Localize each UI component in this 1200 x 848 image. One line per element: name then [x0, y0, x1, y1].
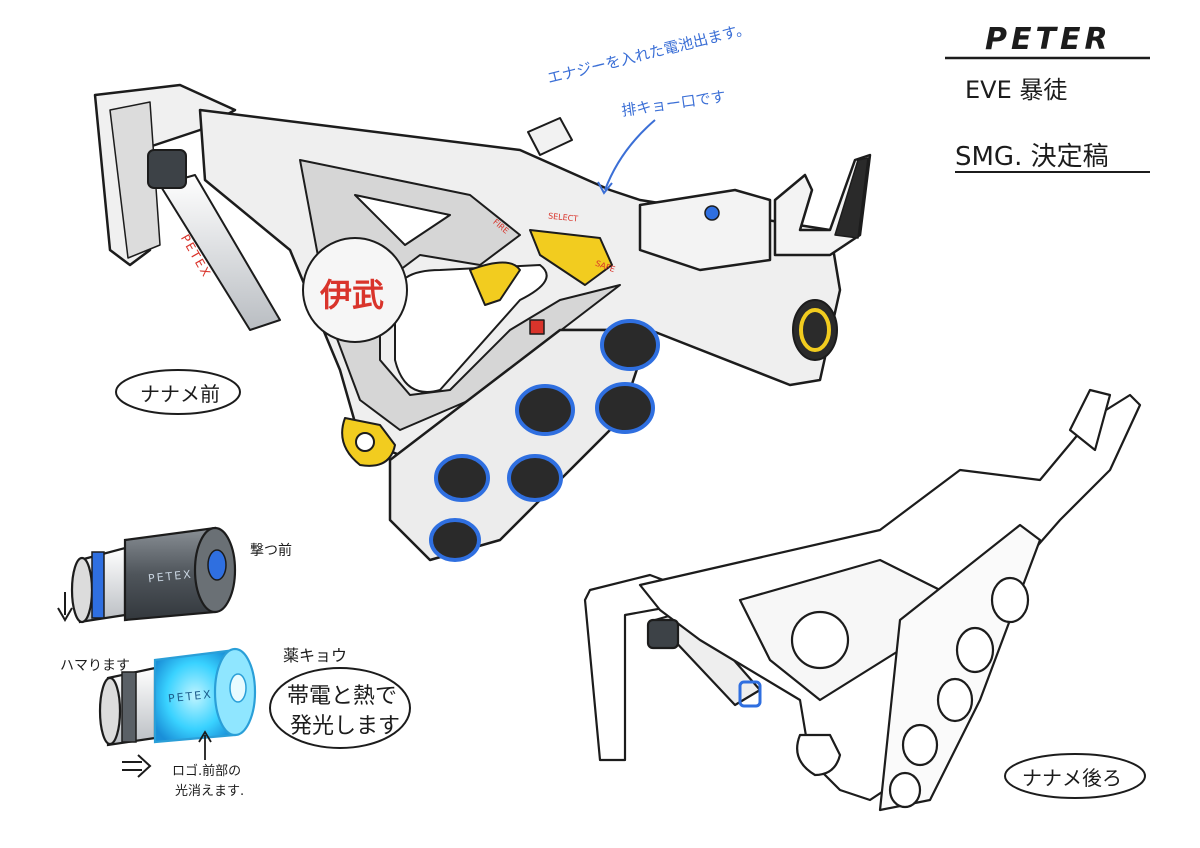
stock-pad — [109, 101, 161, 259]
arrow-right-icon — [122, 754, 152, 778]
rear-cell-4 — [901, 723, 939, 767]
emblem-disc — [302, 237, 408, 343]
muzzle-ring — [799, 308, 831, 352]
cell-5 — [507, 454, 563, 502]
cartridge-glow-end — [98, 676, 122, 746]
front-sight-dark — [834, 157, 869, 239]
front-view-label: ナナメ前 — [140, 382, 220, 406]
front-view-bubble — [115, 369, 241, 415]
cartridge-before — [70, 526, 237, 624]
rear-sling-loop — [796, 733, 842, 777]
rear-cell-1 — [990, 576, 1030, 624]
red-marker-1 — [529, 319, 545, 335]
selector-switch — [529, 229, 613, 286]
rear-rod-cap — [738, 680, 762, 708]
gun-rear-view — [583, 388, 1142, 812]
ejected-shell — [527, 117, 573, 156]
sling-loop-hole — [355, 432, 375, 452]
rear-view-label: ナナメ後ろ — [1022, 766, 1122, 790]
chamber-label: 薬キョウ — [283, 646, 348, 665]
curved-arrow-head — [597, 181, 613, 195]
cell-3 — [595, 382, 655, 434]
cartridge-before-cap — [207, 549, 227, 581]
curved-arrow-icon — [604, 119, 656, 191]
glow-note-line2: 発光します — [290, 714, 401, 739]
frame-panel — [299, 159, 621, 431]
rear-sight — [1068, 388, 1112, 452]
logo-note-line1: ロゴ.前部の — [172, 764, 242, 779]
logo-note-line2: 光消えます. — [175, 784, 245, 799]
arrow-down-icon — [57, 592, 73, 622]
subtitle: EVE 暴徒 — [965, 76, 1068, 104]
glow-note-bubble — [269, 667, 411, 749]
battery-cells — [429, 319, 660, 562]
frame-cutout-trigger — [394, 264, 548, 393]
cartridge-glow-cap — [229, 673, 247, 703]
cell-2 — [515, 384, 575, 436]
stock-rod-collar — [147, 149, 187, 189]
arrow-up-to-logo — [198, 730, 212, 760]
glow-note-line1: 帯電と熱で — [287, 684, 398, 709]
rear-cell-5 — [888, 771, 922, 809]
rear-collar — [646, 618, 680, 650]
brand-title: PETER — [985, 22, 1112, 57]
rear-view-bubble — [1004, 753, 1146, 799]
rear-cell-2 — [955, 626, 995, 674]
frame-cutout-upper — [354, 194, 451, 246]
trigger — [469, 261, 521, 306]
sheet-title: SMG. 決定稿 — [955, 142, 1109, 172]
cell-4 — [434, 454, 490, 502]
cell-6 — [429, 518, 481, 562]
rear-emblem — [790, 610, 850, 670]
sight-housing — [638, 188, 772, 272]
cartridge-glow-ring — [121, 671, 137, 743]
cell-1 — [600, 319, 660, 371]
cartridge-before-ring — [91, 551, 105, 619]
gun-front-view — [93, 83, 872, 562]
fits-label: ハマります — [60, 658, 130, 674]
cartridge-before-end — [70, 556, 94, 624]
rear-cell-3 — [936, 677, 974, 723]
scope-dot — [704, 205, 720, 221]
cartridge-glowing — [98, 647, 257, 747]
emblem-kanji: 伊武 — [320, 276, 385, 314]
cartridge-before-label: 撃つ前 — [250, 543, 292, 559]
